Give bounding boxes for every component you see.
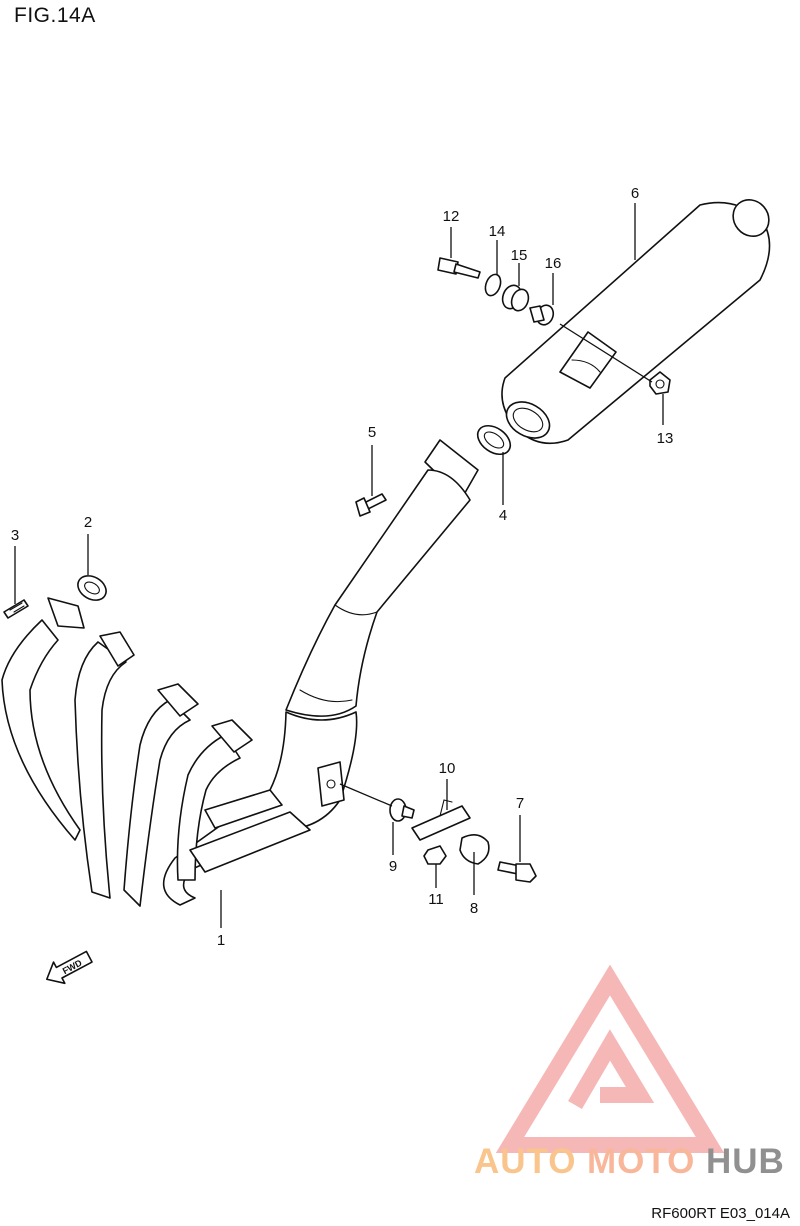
drawing-code: RF600RT E03_014A [651, 1205, 790, 1222]
part-number: 10 [439, 760, 456, 777]
washer-14 [484, 273, 502, 297]
part-numbers: 1 2 3 4 5 6 7 8 9 10 11 12 13 14 15 16 [11, 185, 674, 949]
middle-pipe [285, 439, 479, 717]
watermark-auto: AUTO [474, 1142, 577, 1180]
part-number: 6 [631, 185, 639, 202]
part-number: 5 [368, 424, 376, 441]
exhaust-header [1, 597, 358, 907]
watermark-hub: HUB [706, 1142, 785, 1180]
collar-16 [529, 304, 555, 326]
bolt-7 [497, 861, 537, 883]
washer-9 [389, 798, 415, 822]
watermark-logo-icon [495, 965, 725, 1153]
bolt-12 [437, 257, 481, 279]
part-number: 15 [511, 247, 528, 264]
bracket-10 [411, 799, 471, 841]
part-number: 4 [499, 507, 507, 524]
nut-13 [649, 371, 671, 395]
part-number: 1 [217, 932, 225, 949]
nut-11 [423, 845, 447, 865]
figure-title: FIG.14A [14, 4, 96, 27]
bolt-5 [355, 493, 387, 517]
gasket-2 [77, 575, 107, 601]
part-number: 16 [545, 255, 562, 272]
muffler [501, 198, 771, 445]
part-number: 3 [11, 527, 19, 544]
part-number: 11 [428, 891, 444, 908]
part-number: 14 [489, 223, 506, 240]
gasket [476, 424, 512, 456]
part-number: 12 [443, 208, 460, 225]
leader-lines [14, 203, 664, 928]
cushion-8 [459, 834, 490, 865]
part-number: 9 [389, 858, 397, 875]
bolt-3 [3, 599, 29, 619]
part-number: 2 [84, 514, 92, 531]
watermark-moto: MOTO [587, 1142, 695, 1180]
forward-arrow: FWD [46, 950, 93, 985]
automotohub-watermark: AUTO MOTO HUB [474, 965, 785, 1180]
part-number: 7 [516, 795, 524, 812]
cushion-15 [501, 284, 530, 312]
part-number: 8 [470, 900, 478, 917]
part-number: 13 [657, 430, 674, 447]
